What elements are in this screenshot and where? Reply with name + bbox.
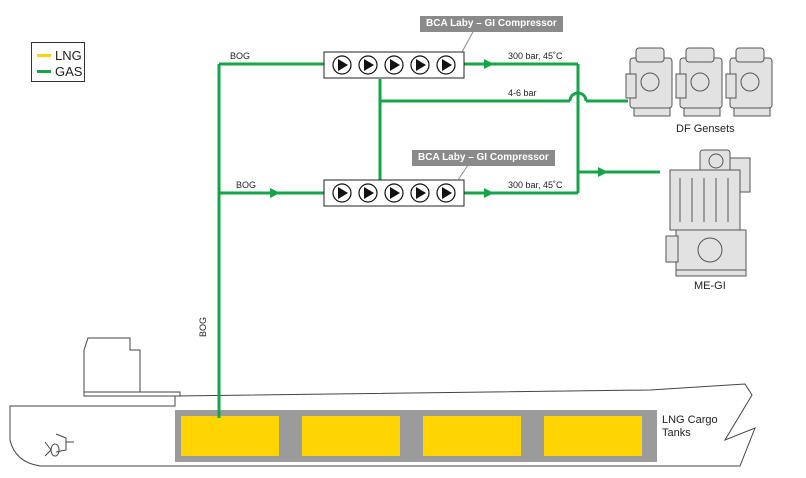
tank-label-line2: Tanks (662, 427, 691, 439)
compressor-stage-arrow (416, 59, 426, 71)
tank-label-line1: LNG Cargo (662, 414, 718, 426)
ship-superstructure (83, 337, 181, 397)
compressor-stage-arrow (442, 59, 452, 71)
me-gi-engine-icon (665, 149, 751, 277)
compressor-stage-arrow (390, 187, 400, 199)
compressor-top (323, 51, 465, 79)
compressor-stage-arrow (442, 187, 452, 199)
lng-swatch (37, 53, 51, 57)
compressor-stage-arrow (364, 59, 374, 71)
lng-tank (423, 416, 521, 456)
compressor-tag-top: BCA Laby – GI Compressor (420, 16, 563, 32)
compressor-stage-arrow (338, 59, 348, 71)
lng-tank (544, 416, 642, 456)
propeller-icon (44, 433, 74, 457)
df-gensets-icon (625, 47, 773, 117)
outlet-label-top: 300 bar, 45˚C (508, 51, 563, 61)
me-gi-label: ME-GI (694, 280, 726, 292)
compressor-stage-arrow (364, 187, 374, 199)
bog-label-bottom: BOG (236, 180, 257, 190)
legend-box: LNG GAS (31, 42, 85, 82)
bog-label-riser: BOG (198, 316, 208, 337)
lng-tanks (181, 416, 642, 456)
legend-label: LNG (55, 47, 82, 63)
bog-label-top: BOG (230, 51, 251, 61)
outlet-label-bottom: 300 bar, 45˚C (508, 180, 563, 190)
gas-swatch (37, 69, 51, 73)
compressor-tag-bottom: BCA Laby – GI Compressor (412, 150, 555, 166)
legend-item-lng: LNG (37, 47, 82, 63)
tag-pointers (457, 29, 475, 181)
compressor-stage-arrow (338, 187, 348, 199)
legend-item-gas: GAS (37, 63, 83, 79)
lng-cargo-tanks-label: LNG Cargo Tanks (662, 414, 718, 440)
compressor-stage-arrow (390, 59, 400, 71)
compressor-bottom (323, 179, 465, 207)
lng-tank (181, 416, 279, 456)
gas-piping (217, 62, 660, 418)
df-gensets-label: DF Gensets (676, 123, 735, 135)
flow-arrows (270, 59, 608, 198)
legend-label: GAS (55, 63, 83, 79)
gensets-pressure-label: 4-6 bar (508, 88, 537, 98)
compressor-stage-arrow (416, 187, 426, 199)
lng-tank (302, 416, 400, 456)
